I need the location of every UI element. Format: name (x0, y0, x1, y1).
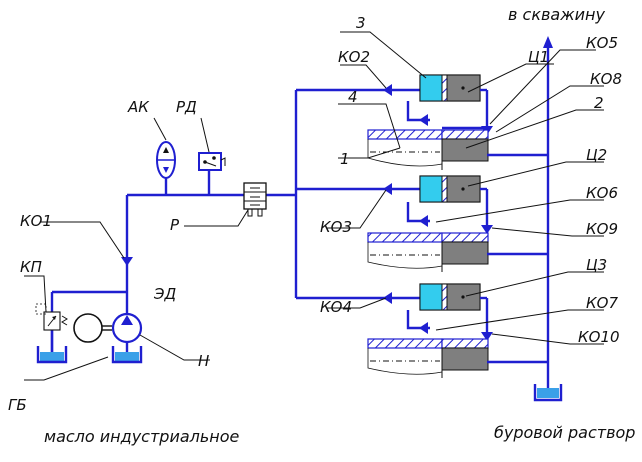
label-ko9: КО9 (586, 220, 618, 238)
label-2: 2 (594, 94, 604, 112)
leader-lines (24, 31, 604, 381)
cylinder-unit-1 (367, 74, 548, 170)
cylinder-unit-3 (367, 283, 548, 378)
distributor-r (243, 182, 267, 217)
label-ko5: КО5 (586, 34, 618, 52)
accumulator-ak (156, 141, 176, 179)
captions: в скважину масло индустриальное буровой … (44, 5, 635, 446)
caption-to-well: в скважину (508, 5, 605, 24)
label-ko4: КО4 (320, 298, 352, 316)
mud-tank (533, 384, 563, 402)
label-ko3: КО3 (320, 218, 352, 236)
pressure-switch-rd (198, 152, 226, 171)
electric-motor (73, 313, 112, 343)
oil-tank-right (111, 346, 143, 364)
pump-n (111, 312, 143, 344)
label-ko1: КО1 (20, 212, 52, 230)
label-rd: РД (176, 98, 197, 116)
label-ko2: КО2 (338, 48, 370, 66)
label-n: Н (198, 352, 209, 370)
caption-industrial-oil: масло индустриальное (44, 427, 240, 446)
label-ko10: КО10 (578, 328, 620, 346)
oil-tank-left (36, 346, 68, 364)
label-c3: Ц3 (586, 256, 607, 274)
label-ko7: КО7 (586, 294, 618, 312)
label-1: 1 (340, 150, 350, 168)
label-gb: ГБ (8, 396, 27, 414)
label-4: 4 (348, 88, 358, 106)
label-ed: ЭД (153, 285, 176, 303)
label-kp: КП (20, 258, 42, 276)
caption-drilling-mud: буровой раствор (494, 423, 635, 442)
label-c2: Ц2 (586, 146, 607, 164)
riser-arrow (543, 36, 553, 48)
label-c1: Ц1 (528, 48, 549, 66)
relief-valve-kp (35, 303, 68, 331)
label-r: Р (170, 216, 180, 234)
component-labels: АК РД Р КО1 КП ЭД Н ГБ 3 КО2 4 1 КО3 КО4… (8, 14, 622, 414)
check-valves (121, 84, 392, 304)
label-ko8: КО8 (590, 70, 622, 88)
cylinder-unit-2 (367, 175, 548, 272)
label-ak: АК (127, 98, 150, 116)
label-3: 3 (356, 14, 366, 32)
label-ko6: КО6 (586, 184, 618, 202)
